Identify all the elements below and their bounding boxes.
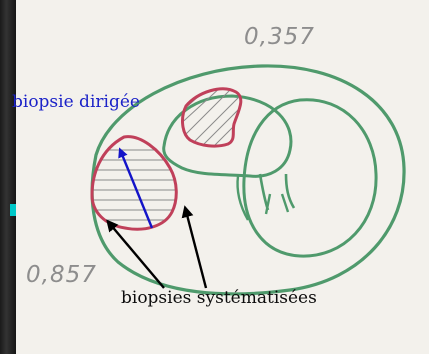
systematic-arrow-left	[106, 219, 165, 289]
targeted-biopsy-label: biopsie dirigée	[12, 92, 140, 112]
prostate-outline	[90, 64, 406, 296]
targeted-biopsy-arrow	[118, 147, 154, 229]
systematic-arrow-right	[181, 205, 208, 289]
left-image-strip	[0, 0, 16, 354]
cyan-marker	[10, 204, 16, 216]
right-circle-outline	[242, 98, 378, 258]
central-stroke-2	[284, 173, 296, 209]
systematic-biopsies-label: biopsies systématisées	[121, 288, 317, 308]
top-lesion	[181, 87, 243, 148]
central-stroke-4	[236, 175, 250, 221]
inner-lobe-outline	[162, 94, 293, 178]
handwritten-value-top: 0,357	[244, 24, 315, 50]
left-lesion	[90, 135, 178, 231]
central-stroke-3	[264, 193, 290, 215]
handwritten-value-bottom: 0,857	[26, 262, 97, 288]
